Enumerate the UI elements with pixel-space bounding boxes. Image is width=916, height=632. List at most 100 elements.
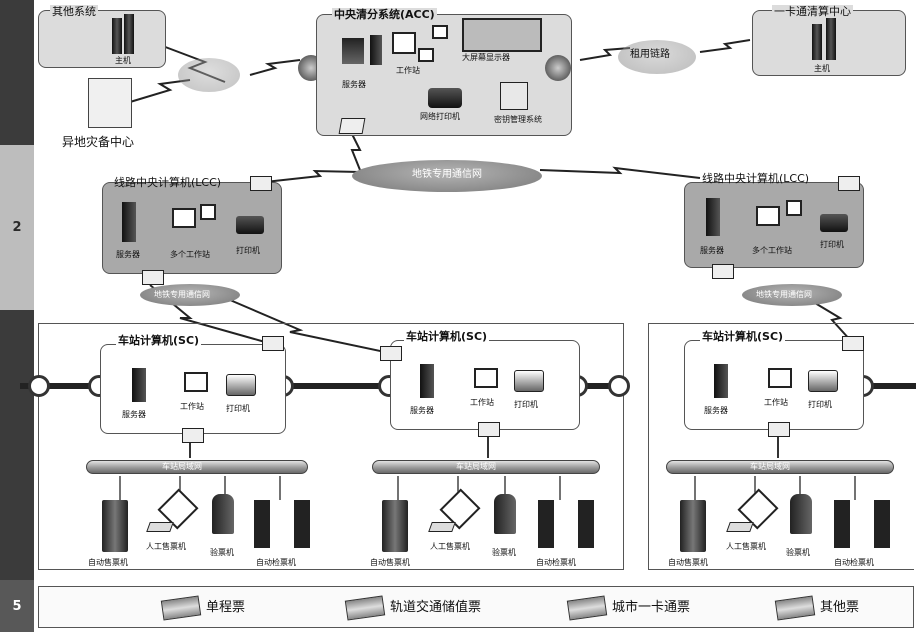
- sc-server-label-3: 服务器: [704, 406, 728, 416]
- printer-icon: [514, 370, 544, 392]
- workstation-icon: [172, 208, 196, 228]
- workstation-icon: [474, 368, 498, 388]
- sc-workstation-label-1: 工作站: [180, 402, 204, 412]
- lcc-server-label-right: 服务器: [700, 246, 724, 256]
- key-system-icon: [500, 82, 528, 110]
- ring-node: [28, 375, 50, 397]
- sc-server-label-1: 服务器: [122, 410, 146, 420]
- ticket-label-other: 其他票: [820, 600, 859, 615]
- server-icon: [132, 368, 146, 402]
- tvm-icon: [382, 500, 408, 552]
- switch-icon: [838, 176, 860, 191]
- keyboard-icon: [428, 522, 456, 532]
- station-lan-label-1: 车站局域网: [162, 462, 202, 472]
- acc-printer-label: 网络打印机: [420, 112, 460, 122]
- other-system-host-label: 主机: [115, 56, 131, 66]
- switch-icon: [712, 264, 734, 279]
- printer-icon: [820, 214, 848, 232]
- acc-server-label: 服务器: [342, 80, 366, 90]
- switch-icon: [842, 336, 864, 351]
- sc-workstation-label-2: 工作站: [470, 398, 494, 408]
- server-icon: [420, 364, 434, 398]
- sc-printer-label-2: 打印机: [514, 400, 538, 410]
- gate-icon: [874, 500, 890, 548]
- other-system-panel: [38, 10, 166, 68]
- metro-network-label-small-left: 地铁专用通信网: [154, 290, 210, 300]
- workstation-icon: [768, 368, 792, 388]
- switch-icon: [478, 422, 500, 437]
- checker-label-2: 验票机: [492, 548, 516, 558]
- checker-icon: [212, 494, 234, 534]
- host-server-icon: [812, 24, 822, 60]
- tvm-label-2: 自动售票机: [370, 558, 410, 568]
- lcc-title-right: 线路中央计算机(LCC): [700, 172, 811, 185]
- gate-icon: [834, 500, 850, 548]
- ring-line: [290, 383, 380, 389]
- host-server-icon: [112, 18, 122, 54]
- workstation-icon: [184, 372, 208, 392]
- gate-icon: [538, 500, 554, 548]
- acc-title: 中央清分系统(ACC): [332, 8, 437, 21]
- wan-cloud: [178, 58, 240, 92]
- switch-icon: [142, 270, 164, 285]
- bom-label-3: 人工售票机: [726, 542, 766, 552]
- tvm-label-1: 自动售票机: [88, 558, 128, 568]
- workstation-icon: [432, 25, 448, 39]
- server-icon: [370, 35, 382, 65]
- router-icon: [545, 55, 571, 81]
- ticket-label-single: 单程票: [206, 600, 245, 615]
- switch-icon: [182, 428, 204, 443]
- tvm-icon: [102, 500, 128, 552]
- workstation-icon: [756, 206, 780, 226]
- keyboard-icon: [146, 522, 174, 532]
- checker-icon: [494, 494, 516, 534]
- checker-icon: [790, 494, 812, 534]
- station-lan-label-2: 车站局域网: [456, 462, 496, 472]
- gate-label-2: 自动检票机: [536, 558, 576, 568]
- lcc-title-left: 线路中央计算机(LCC): [112, 176, 223, 189]
- server-icon: [342, 38, 364, 64]
- lcc-workstations-label-right: 多个工作站: [752, 246, 792, 256]
- leased-line-label: 租用链路: [630, 49, 670, 61]
- sc-title-1: 车站计算机(SC): [116, 334, 201, 347]
- sc-printer-label-1: 打印机: [226, 404, 250, 414]
- gate-icon: [254, 500, 270, 548]
- ticket-label-stored-value: 轨道交通储值票: [390, 600, 481, 615]
- metro-network-label: 地铁专用通信网: [412, 169, 482, 181]
- server-icon: [122, 202, 136, 242]
- checker-label-3: 验票机: [786, 548, 810, 558]
- keyboard-icon: [726, 522, 754, 532]
- bom-label-2: 人工售票机: [430, 542, 470, 552]
- printer-icon: [236, 216, 264, 234]
- server-icon: [706, 198, 720, 236]
- ring-line: [870, 383, 916, 389]
- card-center-host-label: 主机: [814, 64, 830, 74]
- host-server-icon: [826, 18, 836, 60]
- lcc-printer-label-left: 打印机: [236, 246, 260, 256]
- metro-network-label-small-right: 地铁专用通信网: [756, 290, 812, 300]
- backup-building-icon: [88, 78, 132, 128]
- tvm-label-3: 自动售票机: [668, 558, 708, 568]
- sc-title-3: 车站计算机(SC): [700, 330, 785, 343]
- workstation-icon: [200, 204, 216, 220]
- backup-center-label: 异地灾备中心: [62, 136, 134, 148]
- switch-icon: [250, 176, 272, 191]
- acc-bigscreen-label: 大屏幕显示器: [462, 53, 510, 63]
- printer-icon: [428, 88, 462, 108]
- printer-icon: [226, 374, 256, 396]
- ring-node: [608, 375, 630, 397]
- bom-label-1: 人工售票机: [146, 542, 186, 552]
- tvm-icon: [680, 500, 706, 552]
- sc-server-label-2: 服务器: [410, 406, 434, 416]
- gate-icon: [294, 500, 310, 548]
- sc-title-2: 车站计算机(SC): [404, 330, 489, 343]
- workstation-icon: [786, 200, 802, 216]
- sc-printer-label-3: 打印机: [808, 400, 832, 410]
- gate-label-1: 自动检票机: [256, 558, 296, 568]
- checker-label-1: 验票机: [210, 548, 234, 558]
- other-system-title: 其他系统: [50, 5, 98, 18]
- lcc-printer-label-right: 打印机: [820, 240, 844, 250]
- switch-icon: [262, 336, 284, 351]
- station-lan-label-3: 车站局域网: [750, 462, 790, 472]
- ticket-label-city-card: 城市一卡通票: [612, 600, 690, 615]
